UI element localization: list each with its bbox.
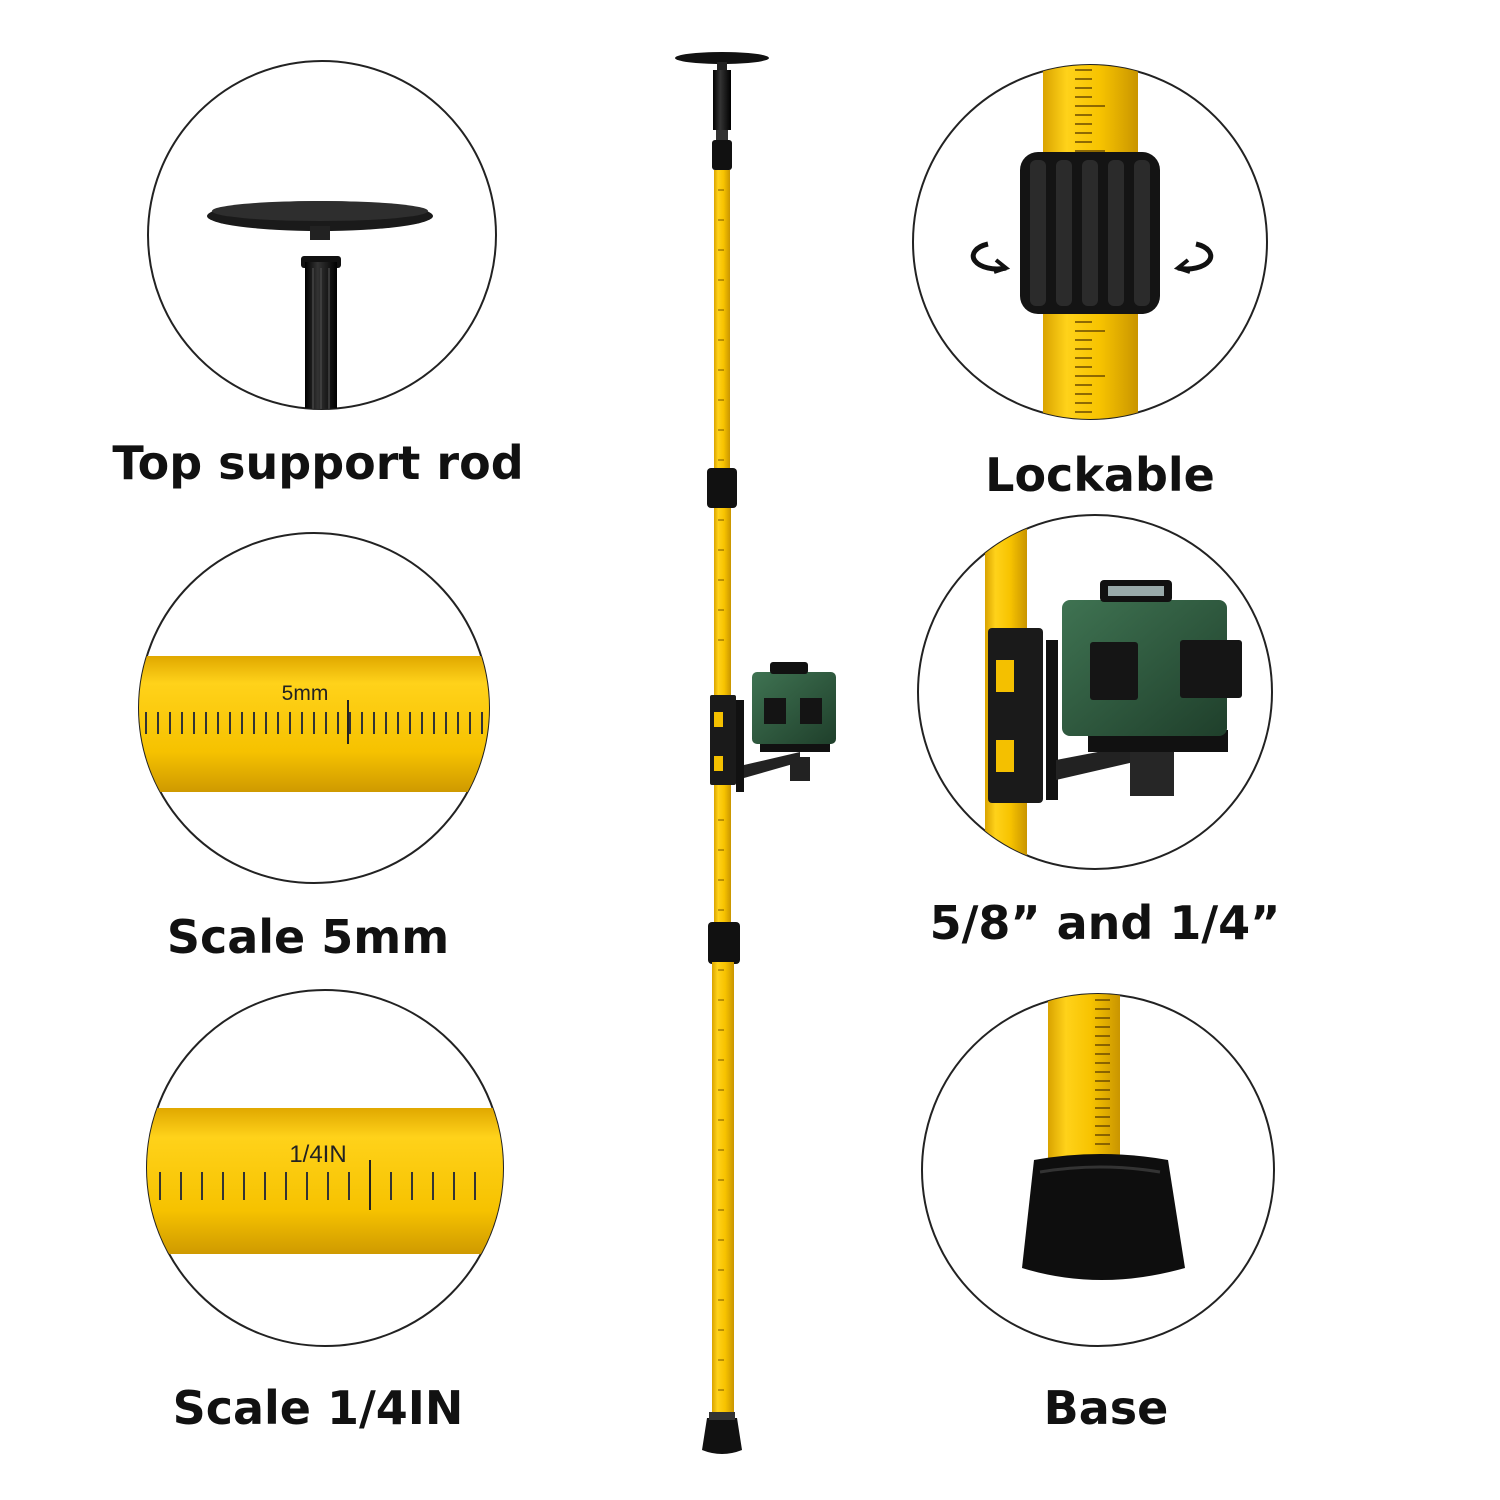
pole-section-top [714, 170, 730, 470]
caption-base: Base [1043, 1381, 1169, 1435]
pole-top-rod [713, 70, 731, 130]
detail-scale-5mm: 5mm [138, 532, 490, 884]
pole-lock-upper [707, 468, 737, 508]
detail-scale-quarter-inch: 1/4IN [146, 989, 504, 1347]
caption-scale-5mm: Scale 5mm [166, 910, 450, 964]
pole-foot [702, 1418, 742, 1454]
base-foot [1022, 1154, 1185, 1280]
mm-scale-label: 5mm [282, 682, 329, 705]
rotate-arrow-icon [1173, 241, 1214, 274]
base-scale-ticks [1095, 999, 1110, 1145]
telescopic-pole [675, 52, 836, 1454]
detail-base [921, 993, 1275, 1347]
pole-laser-level [752, 672, 836, 744]
pole-section-bottom [712, 962, 734, 1414]
mm-scale-ticks [145, 712, 483, 734]
rotate-arrow-icon [970, 241, 1011, 274]
detail-lockable [912, 64, 1268, 420]
pole-laser-mount [710, 662, 836, 792]
pole-lock-lower [708, 922, 740, 964]
pole-scale-ticks [718, 189, 724, 1391]
thread-laser-level [1062, 600, 1227, 736]
caption-top-support-rod: Top support rod [112, 436, 524, 490]
pole-top-plate [675, 52, 769, 64]
caption-lockable: Lockable [985, 448, 1215, 502]
inch-scale-label: 1/4IN [289, 1141, 346, 1168]
caption-thread-sizes: 5/8” and 1/4” [929, 896, 1281, 950]
detail-thread-mount [917, 514, 1273, 870]
inch-scale-ticks [159, 1172, 476, 1200]
caption-scale-quarter-inch: Scale 1/4IN [172, 1381, 464, 1435]
detail-top-support-rod [147, 60, 497, 410]
